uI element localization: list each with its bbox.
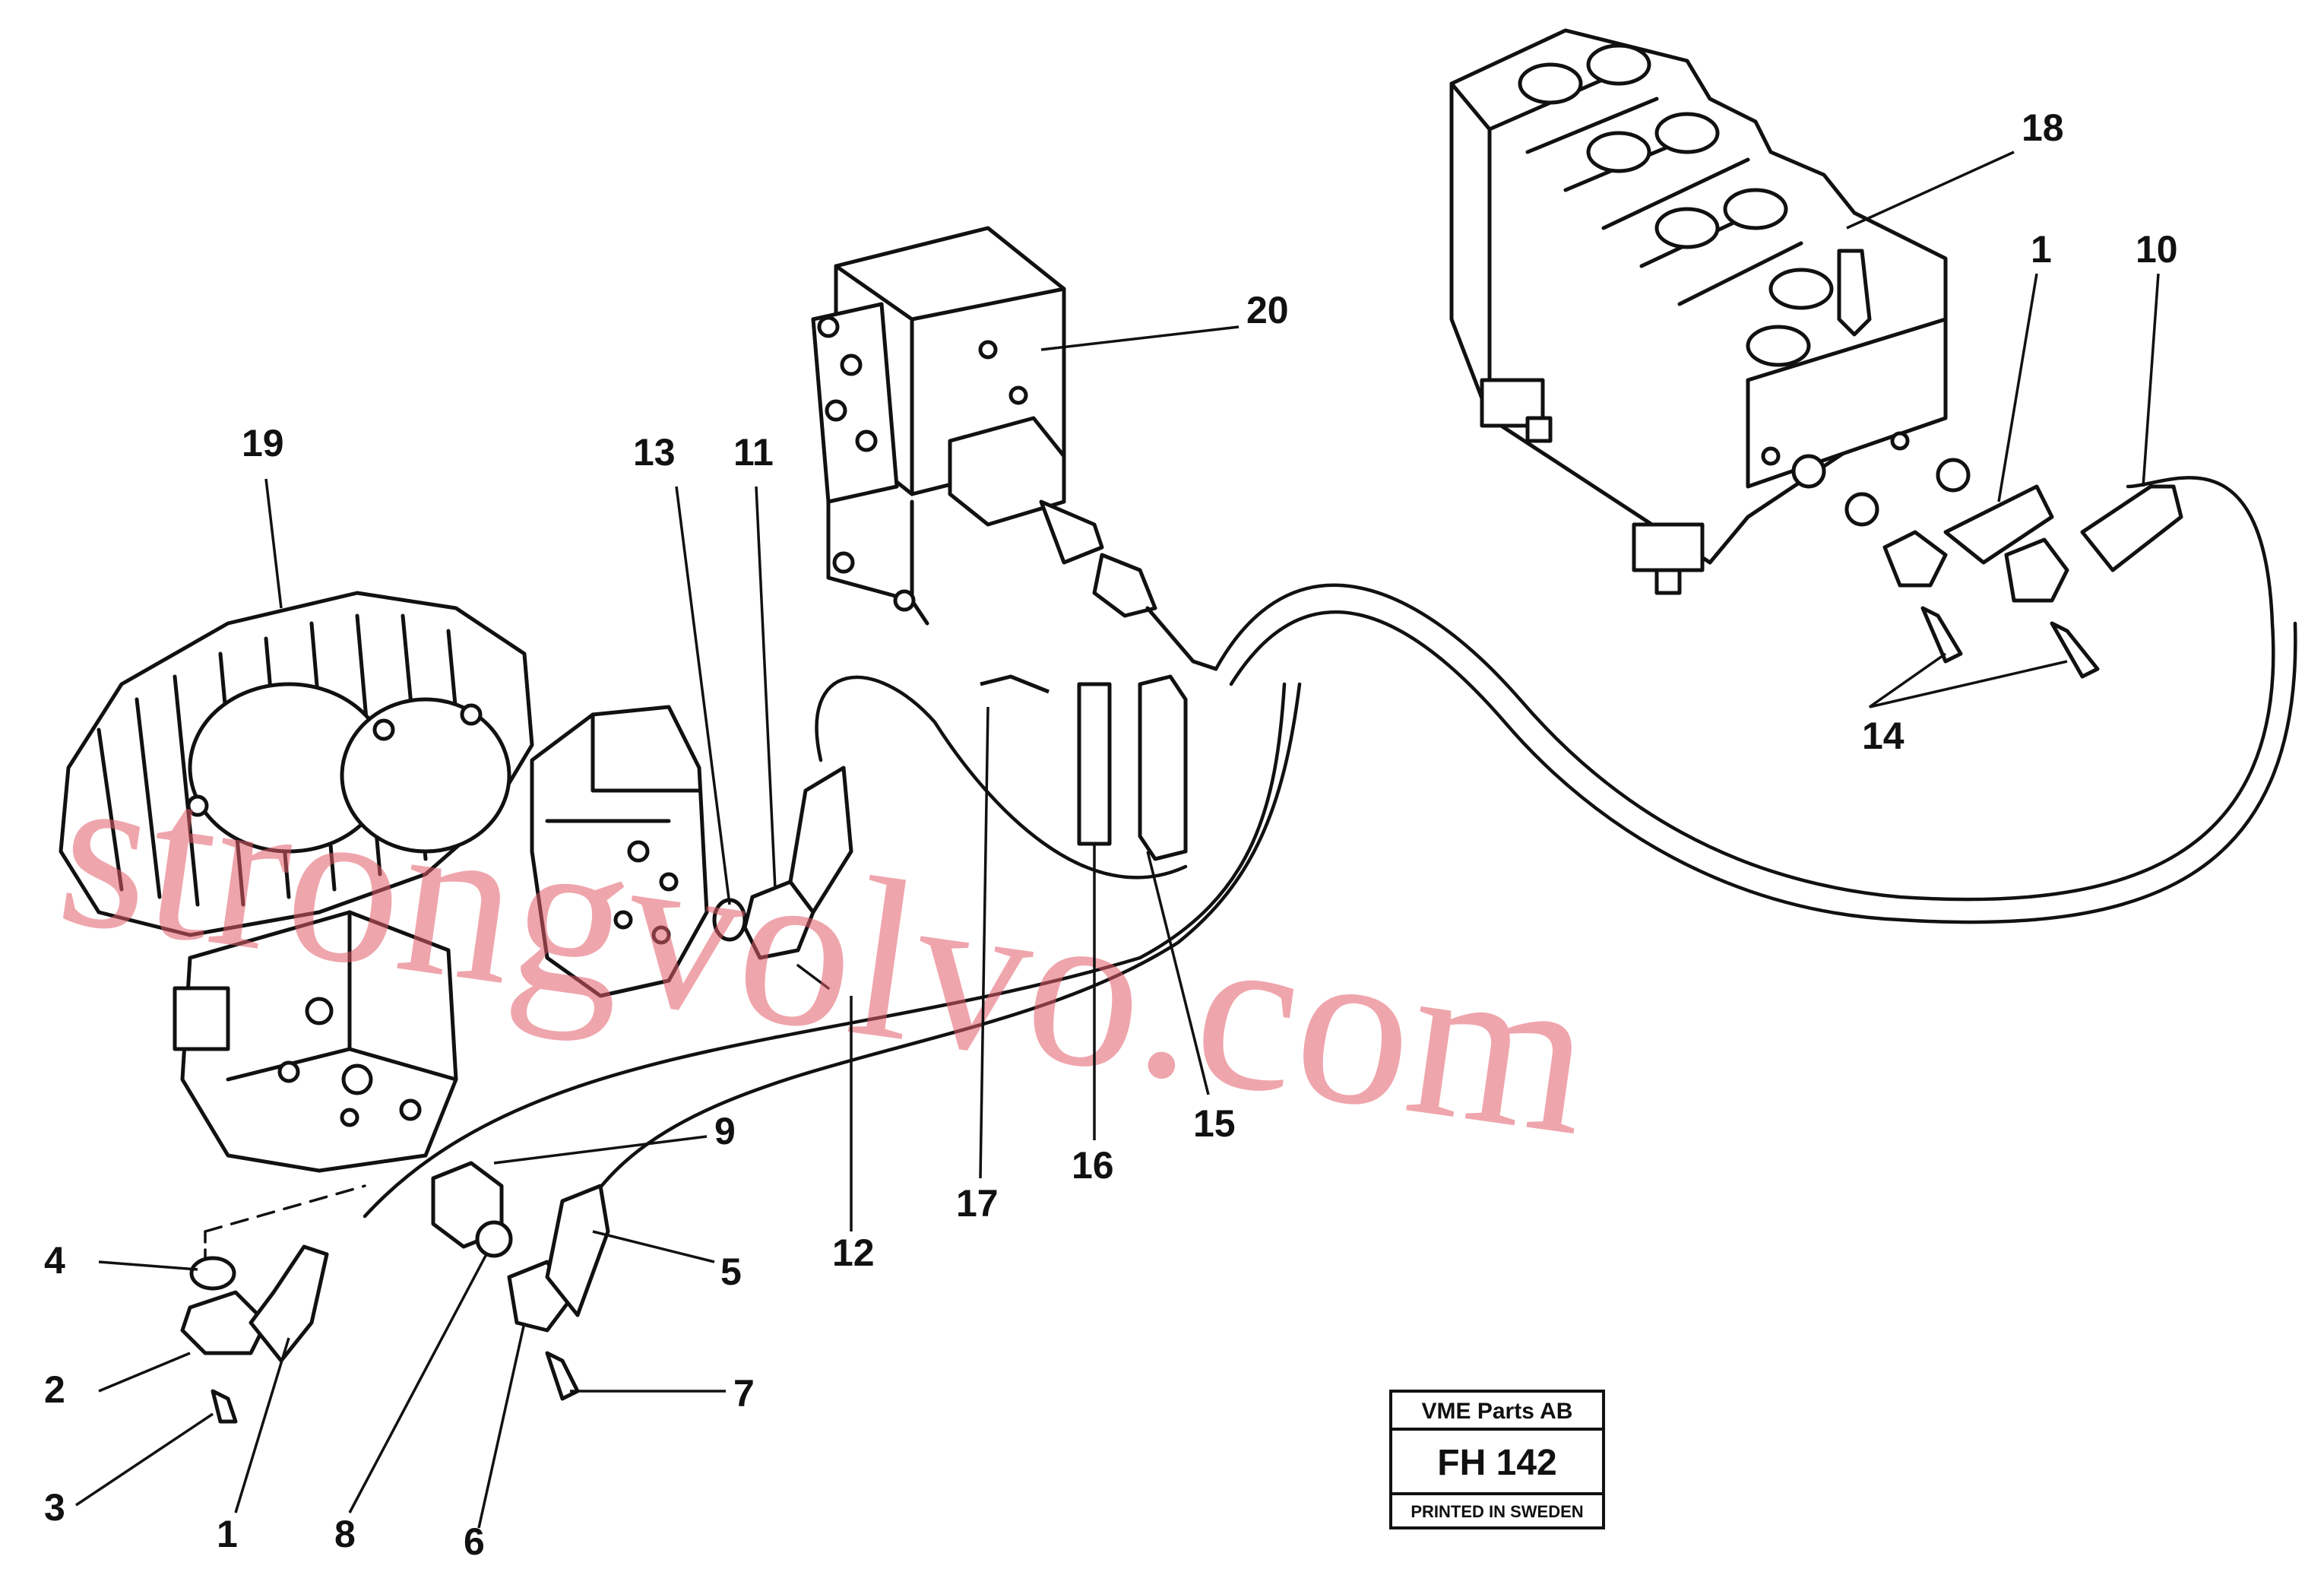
- hydraulic-hoses: [204, 476, 2297, 1263]
- leader-15: [1146, 851, 1210, 1095]
- callout-8: 8: [334, 1513, 356, 1555]
- part-19-pump-assembly: [59, 591, 709, 1173]
- callout-18: 18: [2022, 106, 2064, 149]
- callout-1-left: 1: [217, 1513, 238, 1555]
- leader-13: [675, 486, 731, 905]
- callout-16: 16: [1072, 1144, 1114, 1187]
- leader-18: [1846, 151, 2015, 230]
- leader-10: [2142, 273, 2160, 487]
- part-4-o-ring: [189, 1256, 236, 1291]
- leader-1-left: [234, 1337, 290, 1514]
- part-5-hose-end-middle: [545, 1184, 610, 1317]
- callout-labels: 19 20 13 11 18 1 10 14 12 17 16 15 9 5 7…: [44, 106, 2178, 1563]
- leader-1-right: [1997, 273, 2038, 502]
- leader-9: [493, 1135, 708, 1165]
- part-3-screw: [211, 1389, 238, 1424]
- callout-10: 10: [2136, 228, 2178, 271]
- part-1-hose-end-left: [249, 1244, 329, 1363]
- leader-4: [98, 1260, 198, 1271]
- leader-17: [979, 706, 989, 1179]
- title-block-company: VME Parts AB: [1422, 1399, 1573, 1424]
- part-10-hose-end: [2080, 484, 2183, 572]
- fittings: [180, 484, 2183, 1424]
- callout-9: 9: [714, 1110, 736, 1152]
- callout-19: 19: [242, 422, 284, 464]
- title-block-code: FH 142: [1437, 1443, 1556, 1483]
- part-12-screw: [796, 964, 830, 990]
- callout-13: 13: [633, 431, 676, 474]
- leader-14: [1868, 652, 2068, 708]
- callout-17: 17: [956, 1182, 999, 1225]
- leader-20: [1040, 325, 1240, 351]
- leader-2: [98, 1352, 191, 1393]
- leader-19: [264, 478, 283, 609]
- callout-15: 15: [1193, 1102, 1236, 1145]
- callout-11: 11: [733, 431, 774, 474]
- part-14-screw-b: [2050, 621, 2100, 679]
- callout-5: 5: [720, 1250, 742, 1293]
- leader-lines: [75, 151, 2160, 1529]
- part-2-flange-half: [180, 1290, 268, 1355]
- leader-6: [477, 1322, 526, 1529]
- part-14-screw-a: [1920, 606, 1963, 664]
- callout-4: 4: [44, 1239, 65, 1282]
- leader-3: [75, 1412, 214, 1507]
- callout-12: 12: [832, 1231, 875, 1274]
- callout-14: 14: [1862, 715, 1904, 757]
- part-15-clamp: [1138, 674, 1188, 861]
- part-17-bolt: [980, 674, 1050, 694]
- part-20-valve-bracket: [811, 226, 1218, 671]
- part-1-hose-end-right: [1943, 484, 2054, 565]
- part-8-o-ring: [475, 1220, 513, 1258]
- callout-6: 6: [464, 1520, 485, 1563]
- part-18-control-valve-bank: [1449, 28, 1971, 595]
- callout-2: 2: [44, 1368, 65, 1411]
- part-16-plate: [1077, 682, 1112, 846]
- leader-8: [348, 1254, 488, 1514]
- title-block-note: PRINTED IN SWEDEN: [1411, 1502, 1583, 1521]
- callout-7: 7: [733, 1372, 755, 1415]
- callout-3: 3: [44, 1486, 65, 1529]
- callout-1-right: 1: [2031, 228, 2052, 271]
- title-block: VME Parts AB FH 142 PRINTED IN SWEDEN: [1389, 1390, 1605, 1529]
- leader-5: [592, 1230, 715, 1263]
- callout-20: 20: [1246, 289, 1289, 331]
- leader-11: [755, 486, 777, 890]
